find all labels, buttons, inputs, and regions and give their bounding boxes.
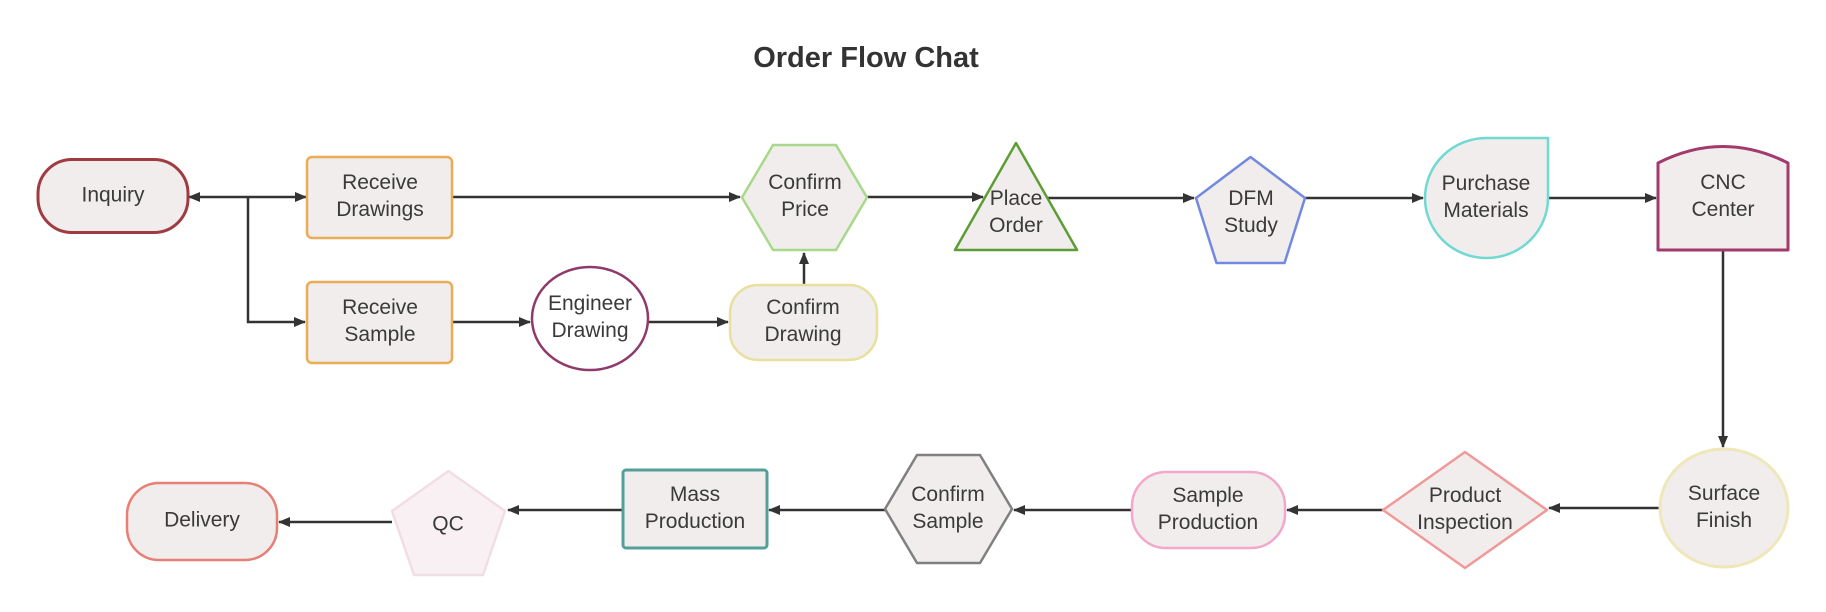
qc-node[interactable] xyxy=(390,469,507,577)
delivery-node[interactable] xyxy=(125,481,279,562)
dfm-study-node[interactable] xyxy=(1194,155,1307,265)
product-inspection-node[interactable] xyxy=(1381,450,1549,570)
inquiry-node[interactable] xyxy=(36,158,190,234)
confirm-sample-shape[interactable] xyxy=(883,453,1014,565)
mass-production-node[interactable] xyxy=(621,468,769,550)
engineer-drawing-node[interactable] xyxy=(530,265,650,372)
place-order-node[interactable] xyxy=(953,141,1079,252)
receive-drawings-node[interactable] xyxy=(305,155,454,240)
qc-shape[interactable] xyxy=(390,469,507,577)
inquiry-shape[interactable] xyxy=(36,158,190,234)
sample-production-node[interactable] xyxy=(1130,470,1287,550)
confirm-price-node[interactable] xyxy=(740,143,869,252)
surface-finish-shape[interactable] xyxy=(1658,447,1790,569)
dfm-study-shape[interactable] xyxy=(1194,155,1307,265)
purchase-materials-node[interactable] xyxy=(1423,136,1550,260)
sample-production-shape[interactable] xyxy=(1130,470,1287,550)
delivery-shape[interactable] xyxy=(125,481,279,562)
product-inspection-shape[interactable] xyxy=(1381,450,1549,570)
cnc-center-node[interactable] xyxy=(1656,145,1790,252)
receive-sample-shape[interactable] xyxy=(305,280,454,365)
receive-sample-node[interactable] xyxy=(305,280,454,365)
confirm-drawing-node[interactable] xyxy=(728,283,879,362)
confirm-drawing-shape[interactable] xyxy=(728,283,879,362)
mass-production-shape[interactable] xyxy=(621,468,769,550)
confirm-sample-node[interactable] xyxy=(883,453,1014,565)
page-title: Order Flow Chat xyxy=(753,42,979,74)
edge-inquiry-receive-sample xyxy=(246,197,306,327)
engineer-drawing-shape[interactable] xyxy=(530,265,650,372)
purchase-materials-shape[interactable] xyxy=(1423,136,1550,260)
receive-drawings-shape[interactable] xyxy=(305,155,454,240)
cnc-center-shape[interactable] xyxy=(1656,145,1790,252)
place-order-shape[interactable] xyxy=(953,141,1079,252)
confirm-price-shape[interactable] xyxy=(740,143,869,252)
surface-finish-node[interactable] xyxy=(1658,447,1790,569)
